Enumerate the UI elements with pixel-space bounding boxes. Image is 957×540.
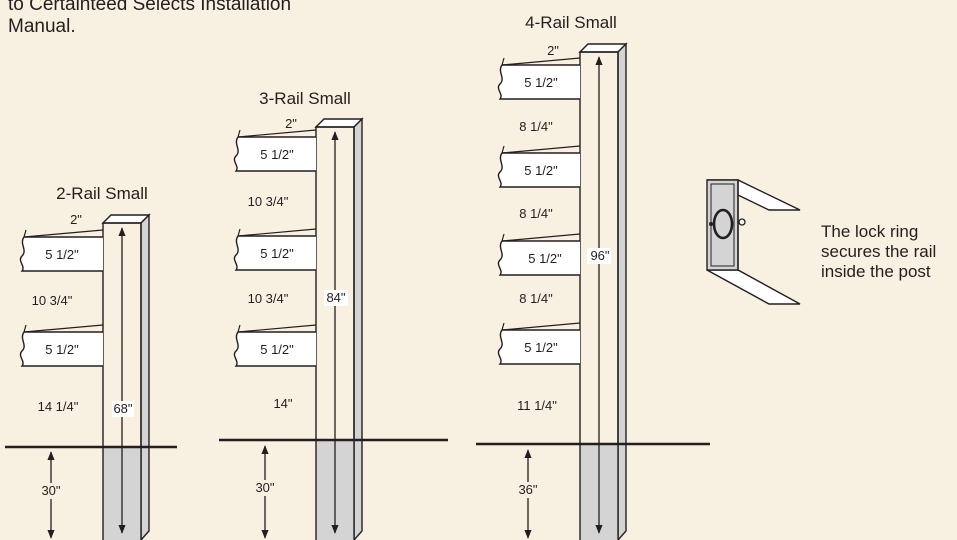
lock-ring-icon — [712, 208, 734, 240]
bottom-gap-label: 11 1/4" — [517, 398, 557, 413]
spacing-label: 10 3/4" — [248, 291, 289, 306]
rail: 5 1/2" — [19, 229, 104, 272]
burial-depth-label: 36" — [518, 482, 537, 497]
rail: 5 1/2" — [233, 324, 317, 367]
spacing-label: 8 1/4" — [519, 119, 553, 134]
post-length-label: 68" — [113, 401, 132, 416]
lock-hole-icon — [738, 218, 746, 226]
spacing-label: 10 3/4" — [32, 293, 73, 308]
rail-label: 5 1/2" — [45, 342, 79, 357]
diagram-2-rail: 2-Rail Small 5 1/2" 5 1/2" 2" 10 3/4" — [5, 184, 177, 540]
post-face — [102, 222, 142, 540]
rail: 5 1/2" — [497, 145, 581, 188]
spacing-label: 8 1/4" — [519, 291, 553, 306]
post-length-label: 84" — [326, 290, 345, 305]
rail-label: 5 1/2" — [528, 251, 562, 266]
spacing-label: 8 1/4" — [519, 206, 553, 221]
rail-end-bottom-side — [706, 269, 801, 305]
rail: 5 1/2" — [497, 233, 581, 276]
burial-depth-label: 30" — [255, 480, 274, 495]
rail: 5 1/2" — [19, 324, 104, 367]
rail-label: 5 1/2" — [524, 163, 558, 178]
lock-ring-detail — [706, 179, 801, 305]
post-length-label: 96" — [590, 248, 609, 263]
diagram-title: 3-Rail Small — [259, 89, 351, 108]
diagram-3-rail: 3-Rail Small 5 1/2" 5 1/2" 5 1/2 — [219, 89, 448, 540]
top-gap-label: 2" — [70, 212, 82, 227]
rail-label: 5 1/2" — [524, 75, 558, 90]
burial-depth-label: 30" — [41, 483, 60, 498]
post-face — [579, 51, 619, 540]
diagram-4-rail: 4-Rail Small 5 1/2" 5 1/2" 5 1/2 — [476, 13, 710, 540]
rail-label: 5 1/2" — [260, 246, 294, 261]
bottom-gap-label: 14" — [273, 396, 292, 411]
top-gap-label: 2" — [285, 116, 297, 131]
rail-label: 5 1/2" — [524, 340, 558, 355]
rail-label: 5 1/2" — [260, 342, 294, 357]
rail: 5 1/2" — [233, 228, 317, 271]
rail: 5 1/2" — [497, 322, 581, 365]
bottom-gap-label: 14 1/4" — [38, 399, 79, 414]
lock-ring-caption: The lock ring secures the rail inside th… — [821, 222, 937, 281]
rail-label: 5 1/2" — [45, 247, 79, 262]
spacing-label: 10 3/4" — [248, 194, 289, 209]
rail: 5 1/2" — [233, 129, 317, 172]
diagram-title: 2-Rail Small — [56, 184, 148, 203]
post-side — [353, 117, 363, 540]
post-side — [140, 213, 150, 540]
top-gap-label: 2" — [547, 43, 559, 58]
diagram-title: 4-Rail Small — [525, 13, 617, 32]
rail-label: 5 1/2" — [260, 147, 294, 162]
post-side — [617, 42, 627, 540]
rail: 5 1/2" — [497, 57, 581, 100]
intro-text: to Certainteed Selects Installation Manu… — [8, 0, 292, 37]
